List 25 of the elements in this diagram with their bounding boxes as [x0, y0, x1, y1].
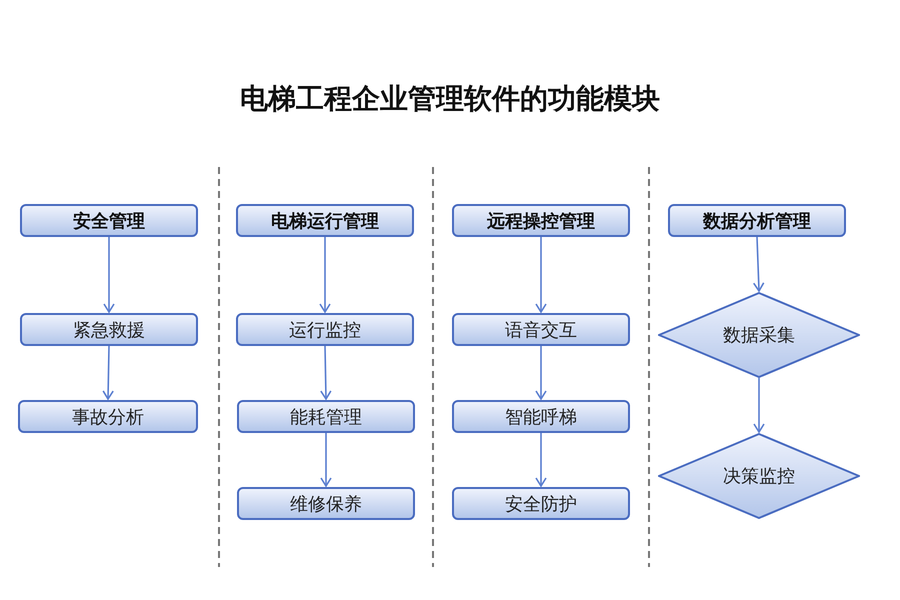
arrow	[535, 237, 547, 313]
arrow	[753, 378, 765, 433]
decision-diamond: 数据采集	[658, 292, 860, 378]
process-box: 语音交互	[452, 313, 630, 346]
arrow	[320, 346, 332, 400]
header-box: 电梯运行管理	[236, 204, 414, 237]
decision-diamond: 决策监控	[658, 433, 860, 519]
process-box: 安全防护	[452, 487, 630, 520]
arrow	[103, 237, 115, 313]
arrow	[319, 237, 331, 313]
title: 电梯工程企业管理软件的功能模块	[239, 81, 661, 117]
process-box: 维修保养	[237, 487, 415, 520]
arrow	[535, 433, 547, 487]
header-box: 安全管理	[20, 204, 198, 237]
process-box: 事故分析	[18, 400, 198, 433]
process-box: 紧急救援	[20, 313, 198, 346]
header-box: 远程操控管理	[452, 204, 630, 237]
header-box: 数据分析管理	[668, 204, 846, 237]
process-box: 运行监控	[236, 313, 414, 346]
arrow	[535, 346, 547, 400]
arrow	[102, 346, 114, 400]
process-box: 能耗管理	[237, 400, 415, 433]
arrow	[752, 236, 764, 292]
arrow	[320, 433, 332, 487]
process-box: 智能呼梯	[452, 400, 630, 433]
